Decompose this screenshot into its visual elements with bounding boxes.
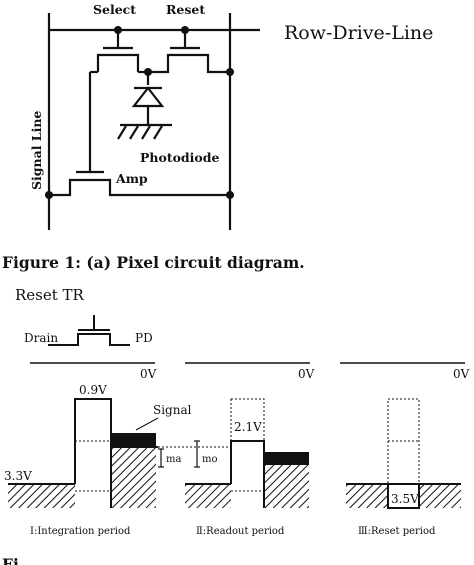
ma-label: ma [166,454,181,465]
reset-channel [148,53,230,74]
drain-hatch-2 [185,484,231,508]
period-label-3: Ⅲ:Reset period [358,526,436,537]
pd-hatch-3 [419,484,461,508]
node-vdd-reset [226,68,234,76]
circuit-nodes [45,26,234,199]
row-drive-line-label: Row-Drive-Line [284,22,433,44]
period-label-1: Ⅰ:Integration period [30,526,131,537]
drain-hatch-1 [8,484,75,508]
reset-tr-label: Reset TR [15,286,85,304]
drain-hatch-3 [346,484,388,508]
node-vdd-amp [226,191,234,199]
reset-tr-symbol [48,315,130,346]
gate-voltage-2: 2.1V [234,420,262,434]
gate-voltage-3: 3.5V [391,492,419,506]
select-label: Select [93,2,136,17]
period-label-2: Ⅱ:Readout period [196,526,285,537]
photodiode-label: Photodiode [140,150,220,165]
node-reset [181,26,189,34]
pd-label: PD [135,331,153,345]
node-storage [144,68,152,76]
drain-voltage-1: 3.3V [4,469,32,483]
drain-label: Drain [24,331,58,345]
pd-signal-hatch-1 [111,447,156,508]
readout-diagram [185,398,309,508]
figure2-caption-partial: Fi [2,555,19,565]
signal-charge-1 [111,434,156,447]
integration-diagram [8,398,230,508]
reset-diagram [346,398,461,509]
pd-signal-hatch-2 [264,465,309,508]
signal-line-label: Signal Line [29,111,44,190]
node-signal [45,191,53,199]
zero-v-label-1: 0V [140,367,157,381]
select-channel [96,53,140,72]
reset-label: Reset [166,2,205,17]
mo-label: mo [202,454,218,465]
node-select [114,26,122,34]
signal-charge-2 [264,452,309,465]
photodiode-triangle [131,86,165,108]
amp-label: Amp [115,171,148,186]
amp-channel [49,178,230,197]
zero-v-label-2: 0V [298,367,315,381]
gate-voltage-1: 0.9V [79,383,107,397]
zero-v-label-3: 0V [453,367,470,381]
pixel-circuit [47,13,260,230]
figure1-caption: Figure 1: (a) Pixel circuit diagram. [2,253,305,272]
signal-label: Signal [153,403,192,417]
